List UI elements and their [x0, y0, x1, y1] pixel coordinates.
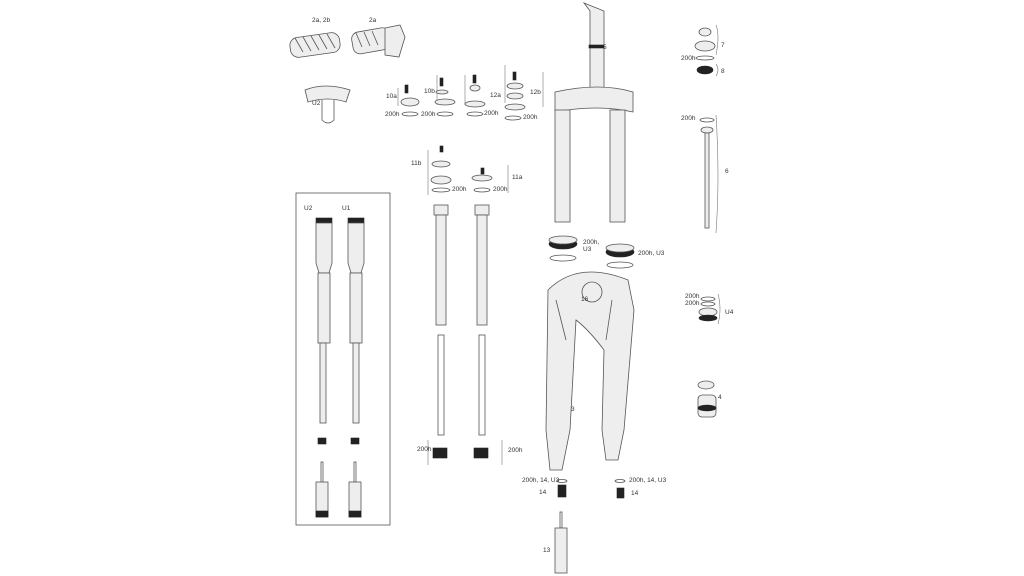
label-u1: U1 [342, 205, 351, 212]
damper-knob-parts [427, 145, 509, 195]
label-u2: U2 [304, 205, 313, 212]
remote-part [304, 85, 351, 124]
label-u2-remote: U2 [312, 100, 321, 107]
label-3: 3 [571, 406, 575, 413]
label-12b: 12b [530, 89, 541, 96]
shaft-part-6 [699, 114, 719, 234]
bolt-parts [554, 479, 626, 574]
part-4 [697, 380, 717, 418]
label-2a: 2a [369, 17, 377, 24]
label-200h: 200h [417, 446, 432, 453]
top-cap-assembly [694, 24, 719, 77]
label-200h-14-u3: 200h, 14, U3 [629, 477, 667, 484]
label-6: 6 [725, 168, 729, 175]
damper-cartridges-middle [427, 204, 503, 465]
label-200h: 200h [493, 186, 508, 193]
label-16: 16 [581, 296, 589, 303]
label-4: 4 [718, 394, 722, 401]
label-7: 7 [721, 42, 725, 49]
label-200h: 200h [484, 110, 499, 117]
label-200h: 200h [385, 111, 400, 118]
label-12a: 12a [490, 92, 501, 99]
crown-steerer-part [554, 2, 634, 223]
label-10b: 10b [424, 88, 435, 95]
label-14: 14 [539, 489, 547, 496]
label-13: 13 [543, 547, 551, 554]
label-200h: 200h [681, 115, 696, 122]
damper-u1 [347, 217, 365, 518]
label-200h: 200h [681, 55, 696, 62]
seal-parts [548, 235, 635, 269]
label-8: 8 [721, 68, 725, 75]
label-5: 5 [603, 44, 607, 51]
label-10a: 10a [386, 93, 397, 100]
label-200h: 200h [523, 114, 538, 121]
label-14: 14 [631, 490, 639, 497]
lower-leg-part [545, 271, 635, 471]
label-200h: 200h [685, 293, 700, 300]
label-200h: 200h [452, 186, 467, 193]
label-200h-14-u3: 200h, 14, U3 [522, 477, 560, 484]
label-2a-2b: 2a, 2b [312, 17, 331, 24]
label-200h-u3: 200h, U3 [638, 250, 665, 257]
top-cap-parts [397, 65, 544, 121]
label-200h: 200h [508, 447, 523, 454]
label-200h: 200h [685, 300, 700, 307]
damper-box [295, 192, 391, 526]
label-u4: U4 [725, 309, 734, 316]
label-11a: 11a [512, 174, 523, 181]
grip-part [289, 24, 406, 58]
damper-u2 [315, 217, 333, 518]
label-200h-u3: 200h, U3 [583, 239, 600, 253]
label-11b: 11b [411, 160, 422, 167]
label-200h: 200h [421, 111, 436, 118]
air-spring-parts-u4 [698, 293, 721, 325]
